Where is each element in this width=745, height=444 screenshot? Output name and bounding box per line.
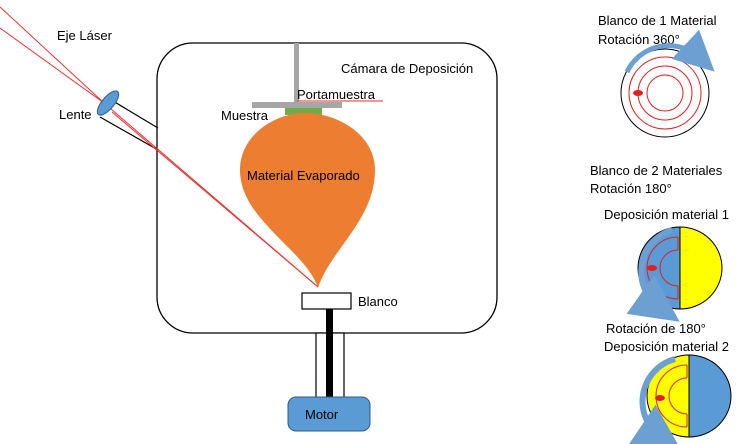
laser-spot [633,90,643,96]
step-one-label: Deposición material 1 [604,207,729,222]
single-material-target [620,29,715,138]
laser-spot [655,395,665,401]
lens-tube [99,97,159,151]
panel-two-title-line1: Blanco de 2 Materiales [590,163,723,178]
holder-label: Portamuestra [297,87,376,102]
lens [96,90,120,116]
panel-one-title-line2: Rotación 360° [598,32,680,47]
holder-rod [294,43,299,103]
lens-label: Lente [59,107,92,122]
rotation-arrow [626,227,680,322]
motor-label: Motor [305,407,339,422]
step-two-label-line1: Rotación de 180° [606,321,706,336]
panel-one-title-line1: Blanco de 1 Material [598,13,717,28]
target-label: Blanco [358,294,398,309]
rotation-arrow [628,356,682,444]
motor [287,396,371,432]
holder-plate [252,102,342,108]
laser-spot [647,265,657,271]
evaporated-plume [240,113,375,288]
two-material-target-step1 [626,226,723,322]
laser-axis-label: Eje Láser [57,28,113,43]
target [301,292,352,310]
laser-beam [0,6,319,288]
panel-two-title-line2: Rotación 180° [590,181,672,196]
sample-label: Muestra [221,108,269,123]
sample [285,108,322,115]
plume-label: Material Evaporado [247,168,360,183]
chamber-label: Cámara de Deposición [341,61,473,76]
motor-shaft [326,309,333,399]
two-material-target-step2 [628,354,732,444]
rotation-arrow [624,29,715,74]
step-two-label-line2: Deposición material 2 [604,339,729,354]
